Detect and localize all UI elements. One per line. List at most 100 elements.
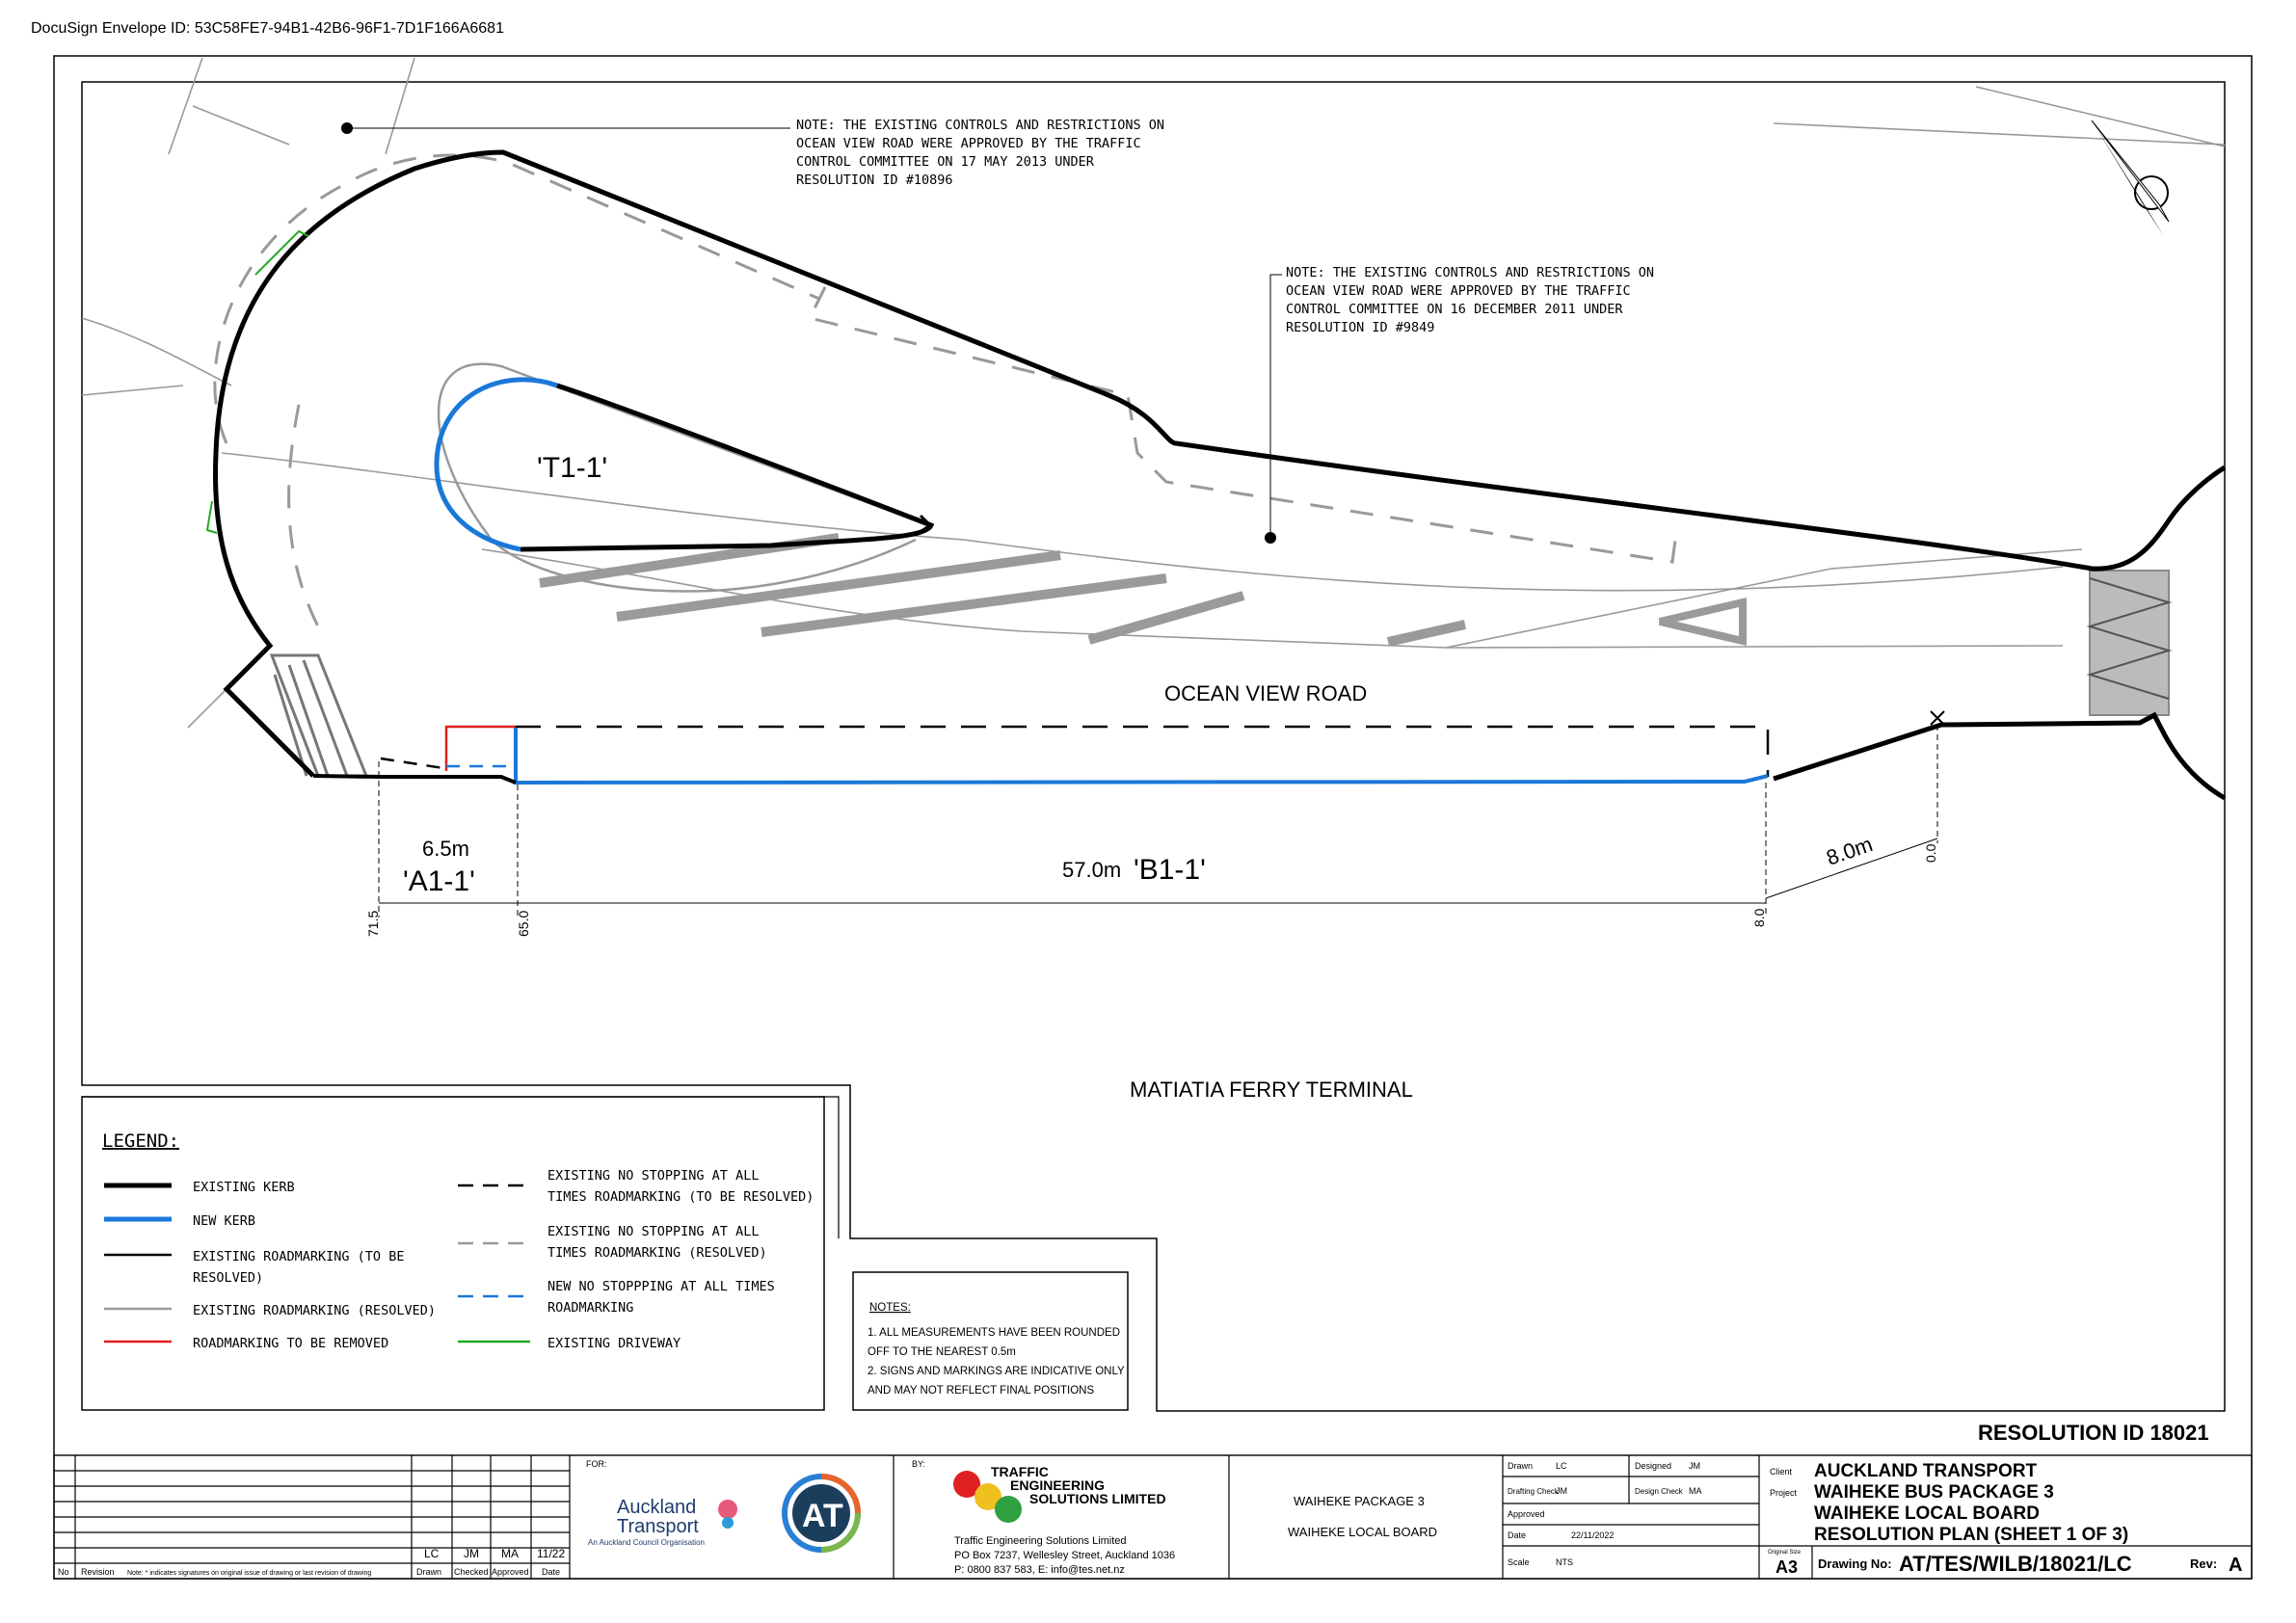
chainage-71-5: 71.5 — [365, 911, 381, 937]
give-way-triangle — [1659, 597, 1747, 647]
legend-existing-roadmarking-resolved: EXISTING ROADMARKING (RESOLVED) — [193, 1303, 436, 1318]
tes-logo-icon — [953, 1471, 1022, 1523]
label-a1-length: 6.5m — [422, 837, 469, 861]
hdr-approved: Approved — [492, 1567, 529, 1577]
chainage-8-0: 8.0 — [1751, 908, 1767, 927]
tes-addr-2: PO Box 7237, Wellesley Street, Auckland … — [954, 1550, 1175, 1561]
legend-title: LEGEND: — [102, 1131, 179, 1152]
removed-roadmarking-red — [444, 725, 516, 771]
existing-kerb-left-short — [312, 774, 382, 779]
by-label: BY: — [912, 1459, 925, 1469]
title-block-text: LC JM MA 11/22 No Revision Note: * indic… — [58, 1459, 2242, 1577]
designed-value: JM — [1689, 1461, 1700, 1471]
size-value: A3 — [1775, 1557, 1798, 1577]
left-hatch-area — [269, 653, 369, 778]
legend-existing-roadmarking-tbr: EXISTING ROADMARKING (TO BE — [193, 1249, 404, 1264]
existing-kerb-main — [213, 149, 2227, 778]
tes-addr-1: Traffic Engineering Solutions Limited — [954, 1535, 1127, 1547]
tes-name-3: SOLUTIONS LIMITED — [1029, 1491, 1166, 1506]
note-1-line-3: CONTROL COMMITTEE ON 17 MAY 2013 UNDER — [796, 154, 1095, 170]
legend-right-items: EXISTING NO STOPPING AT ALL TIMES ROADMA… — [458, 1168, 814, 1351]
notes-box — [852, 1271, 1129, 1411]
note-1-line-2: OCEAN VIEW ROAD WERE APPROVED BY THE TRA… — [796, 136, 1141, 151]
notes-line-4: AND MAY NOT REFLECT FINAL POSITIONS — [868, 1385, 1094, 1397]
hdr-drawn: Drawn — [416, 1567, 441, 1577]
chevron-hatching — [539, 533, 1467, 647]
approved-label: Approved — [1508, 1509, 1545, 1519]
kerb-cross-mark — [1930, 710, 1945, 726]
title-block — [53, 1454, 2253, 1580]
design-check-value: MA — [1689, 1486, 1702, 1496]
legend-existing-driveway: EXISTING DRIVEWAY — [547, 1336, 681, 1351]
legend-new-no-stopping-2: ROADMARKING — [547, 1300, 633, 1316]
drafting-check-label: Drafting Check — [1508, 1487, 1560, 1496]
legend-no-stopping-tbr-2: TIMES ROADMARKING (TO BE RESOLVED) — [547, 1189, 814, 1205]
rev-label: Rev: — [2190, 1556, 2217, 1571]
existing-driveway-2 — [205, 500, 218, 534]
notes-title: NOTES: — [869, 1302, 911, 1314]
tes-addr-3: P: 0800 837 583, E: info@tes.net.nz — [954, 1564, 1125, 1576]
note-2-line-2: OCEAN VIEW ROAD WERE APPROVED BY THE TRA… — [1286, 283, 1631, 299]
label-b1: 'B1-1' — [1134, 854, 1206, 886]
size-label: Original Size — [1768, 1550, 1802, 1556]
notes-line-3: 2. SIGNS AND MARKINGS ARE INDICATIVE ONL… — [868, 1366, 1125, 1377]
package-line-2: WAIHEKE LOCAL BOARD — [1288, 1525, 1437, 1539]
island-resolved-outline — [437, 362, 917, 593]
label-matiatia-terminal: MATIATIA FERRY TERMINAL — [1130, 1078, 1413, 1102]
notes-text: NOTES: 1. ALL MEASUREMENTS HAVE BEEN ROU… — [868, 1302, 1125, 1397]
legend-left-items: EXISTING KERB NEW KERB EXISTING ROADMARK… — [104, 1180, 436, 1351]
resolution-id: RESOLUTION ID 18021 — [1978, 1421, 2209, 1445]
tes-name-1: TRAFFIC — [991, 1464, 1049, 1479]
chainage-0-0: 0.0 — [1923, 843, 1938, 863]
existing-kerb-right — [1773, 711, 2227, 801]
island-kerb-existing — [520, 383, 935, 552]
label-8m: 8.0m — [1823, 832, 1875, 870]
rev-date: 11/22 — [537, 1547, 565, 1560]
design-check-label: Design Check — [1635, 1487, 1684, 1496]
drawn-label: Drawn — [1508, 1461, 1533, 1471]
drawing-no-value: AT/TES/WILB/18021/LC — [1899, 1552, 2132, 1576]
label-ocean-view-road: OCEAN VIEW ROAD — [1164, 681, 1367, 705]
existing-driveway-1 — [254, 229, 309, 276]
project-label: Project — [1770, 1488, 1798, 1498]
date-value: 22/11/2022 — [1571, 1530, 1614, 1540]
existing-roadmarking-left — [380, 757, 444, 770]
note-1-line-1: NOTE: THE EXISTING CONTROLS AND RESTRICT… — [796, 118, 1164, 133]
existing-resolved-linework — [81, 57, 2226, 729]
project-value-1: WAIHEKE BUS PACKAGE 3 — [1814, 1482, 2054, 1503]
client-value: AUCKLAND TRANSPORT — [1814, 1461, 2038, 1481]
rev-value: A — [2229, 1555, 2242, 1576]
north-arrow-icon — [2091, 120, 2170, 236]
pohutukawa-icon — [718, 1500, 737, 1529]
legend-new-no-stopping: NEW NO STOPPPING AT ALL TIMES — [547, 1279, 775, 1294]
note-2-line-3: CONTROL COMMITTEE ON 16 DECEMBER 2011 UN… — [1286, 302, 1623, 317]
at-roundel-icon: AT — [782, 1474, 861, 1553]
notes-line-1: 1. ALL MEASUREMENTS HAVE BEEN ROUNDED — [868, 1327, 1120, 1339]
client-label: Client — [1770, 1467, 1793, 1477]
hdr-revision: Revision — [81, 1567, 115, 1577]
existing-no-stopping-tbr-dashed — [516, 725, 1770, 777]
at-logo-text-2: Transport — [617, 1516, 699, 1537]
for-label: FOR: — [586, 1459, 607, 1469]
date-label: Date — [1508, 1530, 1526, 1540]
legend-no-stopping-resolved: EXISTING NO STOPPING AT ALL — [547, 1224, 759, 1239]
bus-stop-zigzag — [2086, 570, 2173, 716]
new-kerb-blue — [514, 728, 1769, 785]
note-1: NOTE: THE EXISTING CONTROLS AND RESTRICT… — [341, 118, 1164, 188]
envelope-id: DocuSign Envelope ID: 53C58FE7-94B1-42B6… — [31, 20, 504, 37]
legend-roadmarking-removed: ROADMARKING TO BE REMOVED — [193, 1336, 388, 1351]
project-value-3: RESOLUTION PLAN (SHEET 1 OF 3) — [1814, 1525, 2128, 1545]
legend-existing-kerb: EXISTING KERB — [193, 1180, 295, 1195]
hdr-checked: Checked — [454, 1567, 489, 1577]
note-1-line-4: RESOLUTION ID #10896 — [796, 173, 953, 188]
note-2-line-1: NOTE: THE EXISTING CONTROLS AND RESTRICT… — [1286, 265, 1654, 280]
package-line-1: WAIHEKE PACKAGE 3 — [1294, 1494, 1425, 1508]
tes-name-2: ENGINEERING — [1010, 1477, 1105, 1493]
hdr-no: No — [58, 1567, 69, 1577]
legend-existing-roadmarking-tbr-2: RESOLVED) — [193, 1270, 263, 1286]
scale-value: NTS — [1556, 1557, 1573, 1567]
drawing-frame — [81, 81, 2226, 1412]
at-logo-text-1: Auckland — [617, 1497, 696, 1518]
at-roundel-text: AT — [802, 1498, 843, 1534]
note-2: NOTE: THE EXISTING CONTROLS AND RESTRICT… — [1265, 265, 1654, 544]
